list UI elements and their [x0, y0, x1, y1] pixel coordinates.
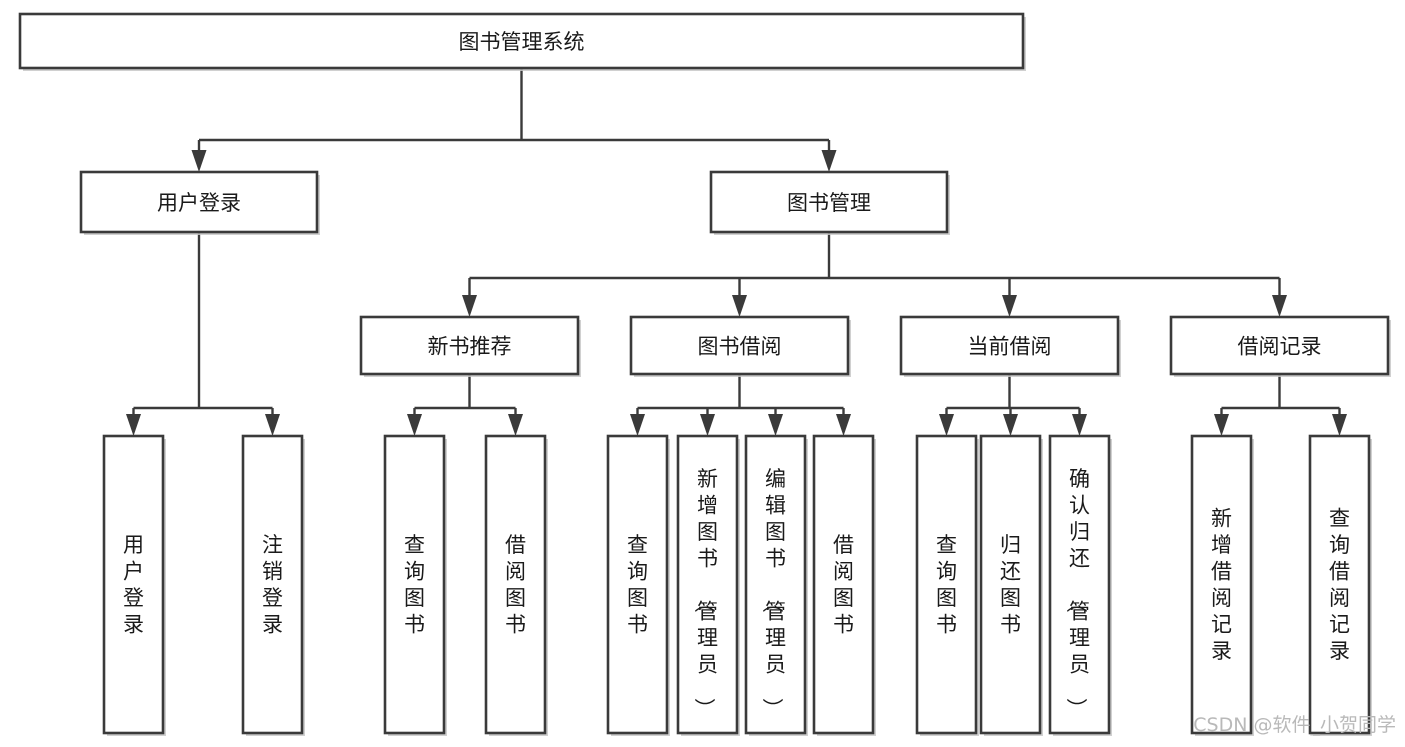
- arrow-head-icon: [265, 414, 280, 436]
- node-label: 编辑图书（管理员）: [760, 467, 786, 719]
- node-current-borrow[interactable]: 当前借阅: [899, 315, 1121, 377]
- node-leaf-query-book-1[interactable]: 查询图书: [383, 434, 447, 736]
- node-border: [102, 434, 165, 735]
- arrow-head-icon: [836, 414, 851, 436]
- node-leaf-edit-book[interactable]: 编辑图书（管理员）: [744, 434, 808, 736]
- node-border: [484, 434, 547, 735]
- node-leaf-logout[interactable]: 注销登录: [241, 434, 305, 736]
- node-leaf-add-book[interactable]: 新增图书（管理员）: [676, 434, 740, 736]
- arrow-head-icon: [939, 414, 954, 436]
- arrow-head-icon: [126, 414, 141, 436]
- arrow-head-icon: [508, 414, 523, 436]
- arrow-head-icon: [821, 150, 837, 172]
- arrow-head-icon: [407, 414, 422, 436]
- node-border: [79, 170, 319, 234]
- node-label: 新增借阅记录: [1211, 507, 1232, 664]
- arrow-head-icon: [700, 414, 715, 436]
- node-border: [18, 12, 1025, 70]
- node-leaf-query-book-2[interactable]: 查询图书: [606, 434, 670, 736]
- arrow-head-icon: [1072, 414, 1087, 436]
- node-border: [915, 434, 978, 735]
- node-leaf-user-login[interactable]: 用户登录: [102, 434, 166, 736]
- node-label: 查询图书: [936, 533, 957, 637]
- node-label: 当前借阅: [968, 335, 1052, 359]
- node-label: 确认归还（管理员）: [1064, 467, 1090, 719]
- node-label: 用户登录: [157, 191, 241, 215]
- node-leaf-query-book-3[interactable]: 查询图书: [915, 434, 979, 736]
- arrow-head-icon: [1332, 414, 1347, 436]
- node-border: [1169, 315, 1390, 376]
- node-label: 查询借阅记录: [1329, 507, 1350, 664]
- node-user-login[interactable]: 用户登录: [79, 170, 320, 235]
- node-label: 图书管理系统: [459, 30, 585, 54]
- node-book-borrow[interactable]: 图书借阅: [629, 315, 851, 377]
- node-label: 用户登录: [123, 533, 144, 637]
- node-border: [1308, 434, 1371, 735]
- arrow-head-icon: [1272, 295, 1287, 317]
- node-leaf-return-book[interactable]: 归还图书: [979, 434, 1043, 736]
- node-leaf-borrow-book-2[interactable]: 借阅图书: [812, 434, 876, 736]
- node-label: 新书推荐: [428, 335, 512, 359]
- connector-layer: [126, 68, 1347, 436]
- node-leaf-confirm-return[interactable]: 确认归还（管理员）: [1048, 434, 1112, 736]
- node-border: [359, 315, 580, 376]
- node-label: 查询图书: [627, 533, 648, 637]
- arrow-head-icon: [191, 150, 207, 172]
- arrow-head-icon: [1003, 414, 1018, 436]
- arrow-head-icon: [462, 295, 477, 317]
- node-border: [1190, 434, 1253, 735]
- node-border: [899, 315, 1120, 376]
- node-label: 图书借阅: [698, 335, 782, 359]
- node-book-manage[interactable]: 图书管理: [709, 170, 950, 235]
- node-leaf-query-record[interactable]: 查询借阅记录: [1308, 434, 1372, 736]
- node-leaf-add-record[interactable]: 新增借阅记录: [1190, 434, 1254, 736]
- node-border: [709, 170, 949, 234]
- arrow-head-icon: [1214, 414, 1229, 436]
- node-label: 归还图书: [1000, 533, 1021, 637]
- node-label: 借阅记录: [1238, 335, 1322, 359]
- arrow-head-icon: [630, 414, 645, 436]
- node-layer: 图书管理系统用户登录图书管理新书推荐图书借阅当前借阅借阅记录用户登录注销登录查询…: [18, 12, 1391, 736]
- node-border: [606, 434, 669, 735]
- arrow-head-icon: [768, 414, 783, 436]
- arrow-head-icon: [1002, 295, 1017, 317]
- node-root[interactable]: 图书管理系统: [18, 12, 1026, 71]
- node-label: 借阅图书: [505, 533, 526, 637]
- node-border: [744, 434, 807, 735]
- node-label: 注销登录: [262, 533, 283, 637]
- node-border: [979, 434, 1042, 735]
- node-label: 图书管理: [787, 191, 871, 215]
- node-leaf-borrow-book-1[interactable]: 借阅图书: [484, 434, 548, 736]
- node-border: [812, 434, 875, 735]
- node-new-book-rec[interactable]: 新书推荐: [359, 315, 581, 377]
- node-borrow-record[interactable]: 借阅记录: [1169, 315, 1391, 377]
- arrow-head-icon: [732, 295, 747, 317]
- node-label: 借阅图书: [833, 533, 854, 637]
- node-label: 查询图书: [404, 533, 425, 637]
- node-label: 新增图书（管理员）: [692, 467, 718, 719]
- node-border: [383, 434, 446, 735]
- node-border: [1048, 434, 1111, 735]
- node-border: [629, 315, 850, 376]
- csdn-watermark: CSDN @软件_小贺同学: [1193, 714, 1396, 736]
- node-border: [676, 434, 739, 735]
- node-border: [241, 434, 304, 735]
